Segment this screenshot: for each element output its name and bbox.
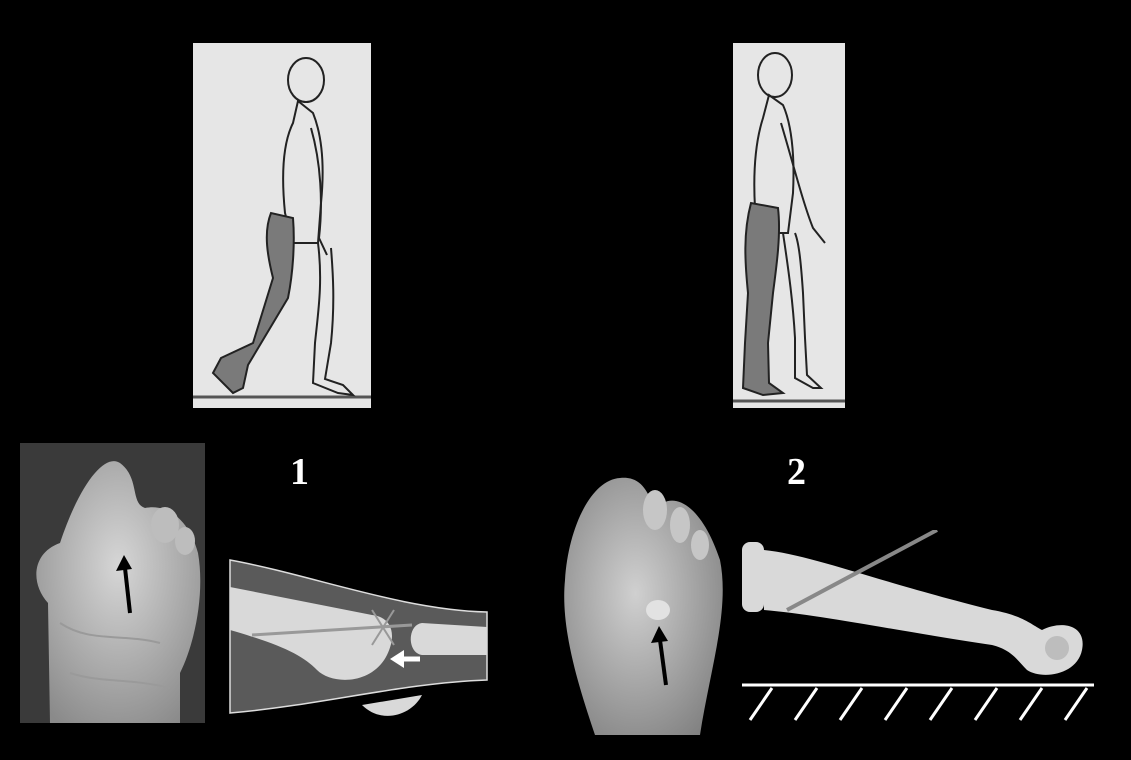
metatarsal-ground-diagram-2 [742, 530, 1100, 730]
panel-label-1: 1 [290, 450, 309, 494]
walking-figure-2 [733, 43, 845, 408]
foot-photo-2 [560, 470, 730, 735]
metatarsal-section-1 [222, 555, 490, 720]
foot-photo-1 [20, 443, 205, 723]
panel-label-2: 2 [787, 450, 806, 494]
walking-figure-1 [193, 43, 371, 408]
